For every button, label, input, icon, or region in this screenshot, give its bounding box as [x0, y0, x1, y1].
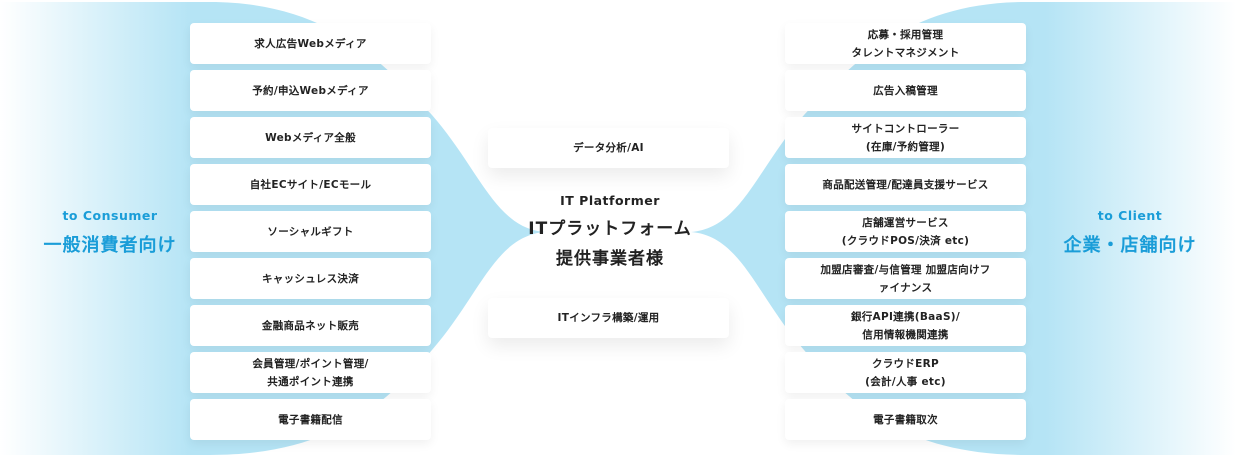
consumer-label-ja: 一般消費者向け: [43, 235, 177, 256]
client-item: 広告入稿管理: [785, 70, 1026, 111]
item-label: 商品配送管理/配達員支援サービス: [822, 178, 989, 191]
client-item: 商品配送管理/配達員支援サービス: [785, 164, 1026, 205]
consumer-item: 求人広告Webメディア: [190, 23, 431, 64]
platformer-title: IT Platformer ITプラットフォーム 提供事業者様: [470, 193, 750, 274]
client-item: 電子書籍取次: [785, 399, 1026, 440]
consumer-item: 自社ECサイト/ECモール: [190, 164, 431, 205]
consumer-item: 電子書籍配信: [190, 399, 431, 440]
consumer-item: 予約/申込Webメディア: [190, 70, 431, 111]
client-item: 応募・採用管理タレントマネジメント: [785, 23, 1026, 64]
data-analysis-box: データ分析/AI: [488, 128, 729, 168]
item-label: 予約/申込Webメディア: [252, 84, 369, 97]
item-label: 自社ECサイト/ECモール: [249, 178, 372, 191]
item-label: 加盟店審査/与信管理 加盟店向けファイナンス: [820, 263, 991, 294]
client-item: サイトコントローラー(在庫/予約管理): [785, 117, 1026, 158]
consumer-item: 金融商品ネット販売: [190, 305, 431, 346]
item-label: キャッシュレス決済: [262, 272, 359, 285]
client-label-ja: 企業・店舗向け: [1063, 235, 1197, 256]
client-item: 加盟店審査/与信管理 加盟店向けファイナンス: [785, 258, 1026, 299]
consumer-item: ソーシャルギフト: [190, 211, 431, 252]
client-item: 銀行API連携(BaaS)/信用情報機関連携: [785, 305, 1026, 346]
item-label: 金融商品ネット販売: [261, 319, 360, 332]
it-infra-box: ITインフラ構築/運用: [488, 298, 729, 338]
item-label: Webメディア全般: [265, 131, 356, 144]
platformer-title-en: IT Platformer: [560, 193, 660, 208]
item-label: データ分析/AI: [573, 142, 644, 154]
item-label: 銀行API連携(BaaS)/信用情報機関連携: [850, 310, 961, 341]
item-label: 会員管理/ポイント管理/共通ポイント連携: [252, 357, 369, 388]
platformer-title-ja-1: ITプラットフォーム: [528, 219, 692, 239]
item-label: 広告入稿管理: [873, 84, 938, 97]
consumer-label-en: to Consumer: [62, 208, 158, 223]
platformer-title-ja-2: 提供事業者様: [556, 249, 664, 269]
item-label: 応募・採用管理タレントマネジメント: [851, 28, 960, 59]
item-label: クラウドERP(会計/人事 etc): [865, 357, 946, 388]
item-label: ITインフラ構築/運用: [557, 312, 660, 324]
client-item: 店舗運営サービス(クラウドPOS/決済 etc): [785, 211, 1026, 252]
item-label: 店舗運営サービス(クラウドPOS/決済 etc): [841, 216, 970, 247]
consumer-item: 会員管理/ポイント管理/共通ポイント連携: [190, 352, 431, 393]
item-label: ソーシャルギフト: [267, 225, 354, 238]
item-label: 電子書籍配信: [278, 413, 343, 426]
item-label: 電子書籍取次: [873, 413, 938, 426]
client-label: to Client 企業・店舗向け: [1045, 208, 1215, 257]
client-label-en: to Client: [1097, 208, 1163, 223]
consumer-item: Webメディア全般: [190, 117, 431, 158]
consumer-item: キャッシュレス決済: [190, 258, 431, 299]
client-item: クラウドERP(会計/人事 etc): [785, 352, 1026, 393]
item-label: サイトコントローラー(在庫/予約管理): [851, 122, 960, 153]
item-label: 求人広告Webメディア: [254, 37, 367, 50]
consumer-label: to Consumer 一般消費者向け: [20, 208, 200, 257]
